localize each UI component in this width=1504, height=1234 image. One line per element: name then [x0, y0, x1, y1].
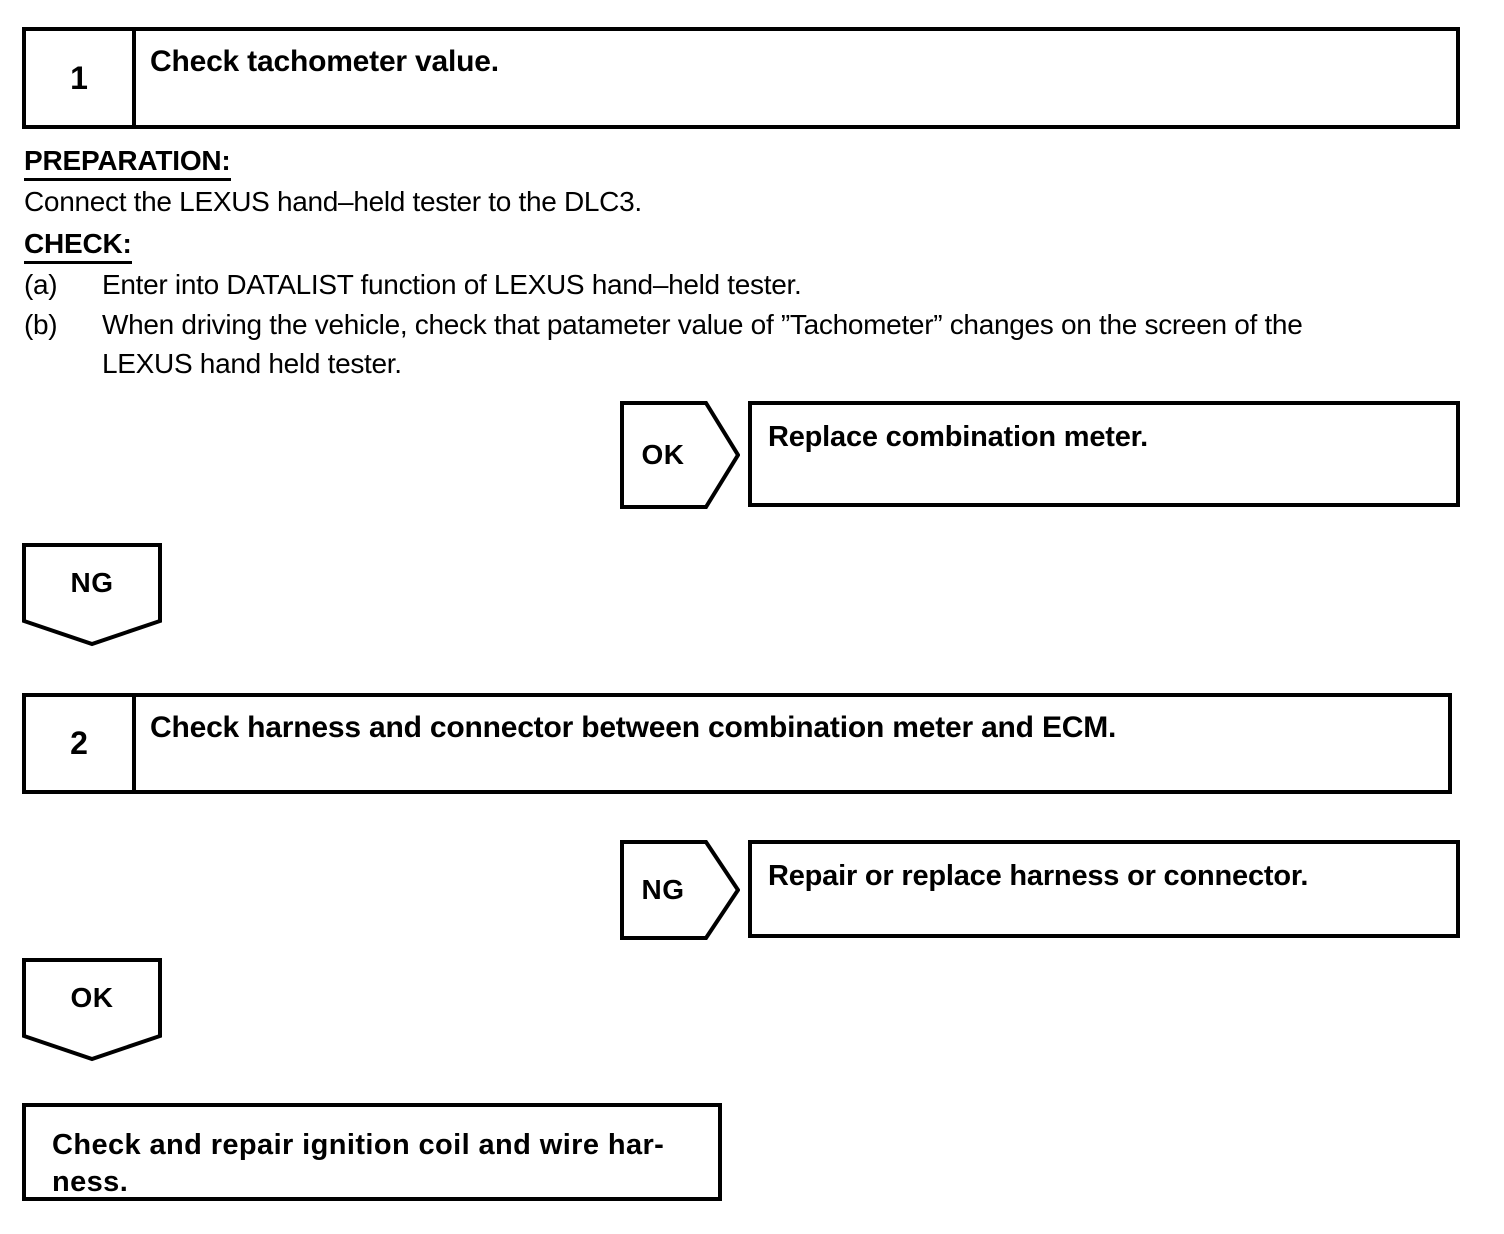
final-action-box: Check and repair ignition coil and wire … — [22, 1103, 722, 1201]
preparation-heading-wrap: PREPARATION: — [24, 144, 1474, 182]
flow-tag-ok: OK — [22, 958, 162, 1062]
check-heading-wrap: CHECK: — [24, 227, 1474, 264]
branch-tag-ok: OK — [620, 401, 740, 509]
arrow-right-shape-icon — [620, 840, 740, 940]
check-item-b: (b) When driving the vehicle, check that… — [24, 306, 1474, 383]
branch-tag-ok-label: OK — [641, 439, 685, 470]
result-box-repair-or-replace-harness: Repair or replace harness or connector. — [748, 840, 1460, 938]
check-item-a-text: Enter into DATALIST function of LEXUS ha… — [102, 268, 802, 300]
branch-row-ok: OK Replace combination meter. — [620, 401, 1460, 509]
flow-tag-ng: NG — [22, 543, 162, 647]
check-item-b-text: When driving the vehicle, check that pat… — [102, 306, 1474, 383]
step-number-1: 1 — [26, 31, 136, 125]
step-title-1: Check tachometer value. — [150, 45, 499, 78]
step-number-2: 2 — [26, 697, 136, 790]
preparation-text: Connect the LEXUS hand–held tester to th… — [24, 186, 642, 218]
step-box-1: 1 Check tachometer value. — [22, 27, 1460, 129]
check-item-b-line1: When driving the vehicle, check that pat… — [102, 309, 1303, 341]
step-box-2: 2 Check harness and connector between co… — [22, 693, 1452, 794]
procedure-text-block: PREPARATION: Connect the LEXUS hand–held… — [24, 144, 1474, 384]
branch-row-ng: NG Repair or replace harness or connecto… — [620, 840, 1460, 940]
pentagon-down-shape-icon — [22, 958, 162, 1062]
check-item-b-marker: (b) — [24, 309, 58, 341]
pentagon-down-shape-icon — [22, 543, 162, 647]
final-action-text: Check and repair ignition coil and wire … — [52, 1129, 665, 1199]
check-item-b-line2: LEXUS hand held tester. — [102, 348, 402, 380]
branch-tag-ng: NG — [620, 840, 740, 940]
flow-tag-ok-label: OK — [70, 982, 114, 1013]
result-text-replace-combination-meter: Replace combination meter. — [768, 421, 1148, 453]
result-text-repair-or-replace-harness: Repair or replace harness or connector. — [768, 860, 1309, 892]
flow-tag-ng-label: NG — [70, 567, 114, 598]
branch-tag-ng-label: NG — [641, 874, 685, 905]
preparation-heading: PREPARATION: — [24, 144, 231, 182]
step-title-2: Check harness and connector between comb… — [150, 711, 1117, 744]
result-box-replace-combination-meter: Replace combination meter. — [748, 401, 1460, 507]
check-item-a: (a) Enter into DATALIST function of LEXU… — [24, 266, 1474, 305]
check-heading: CHECK: — [24, 227, 132, 264]
check-item-a-marker: (a) — [24, 268, 58, 300]
arrow-right-shape-icon — [620, 401, 740, 509]
